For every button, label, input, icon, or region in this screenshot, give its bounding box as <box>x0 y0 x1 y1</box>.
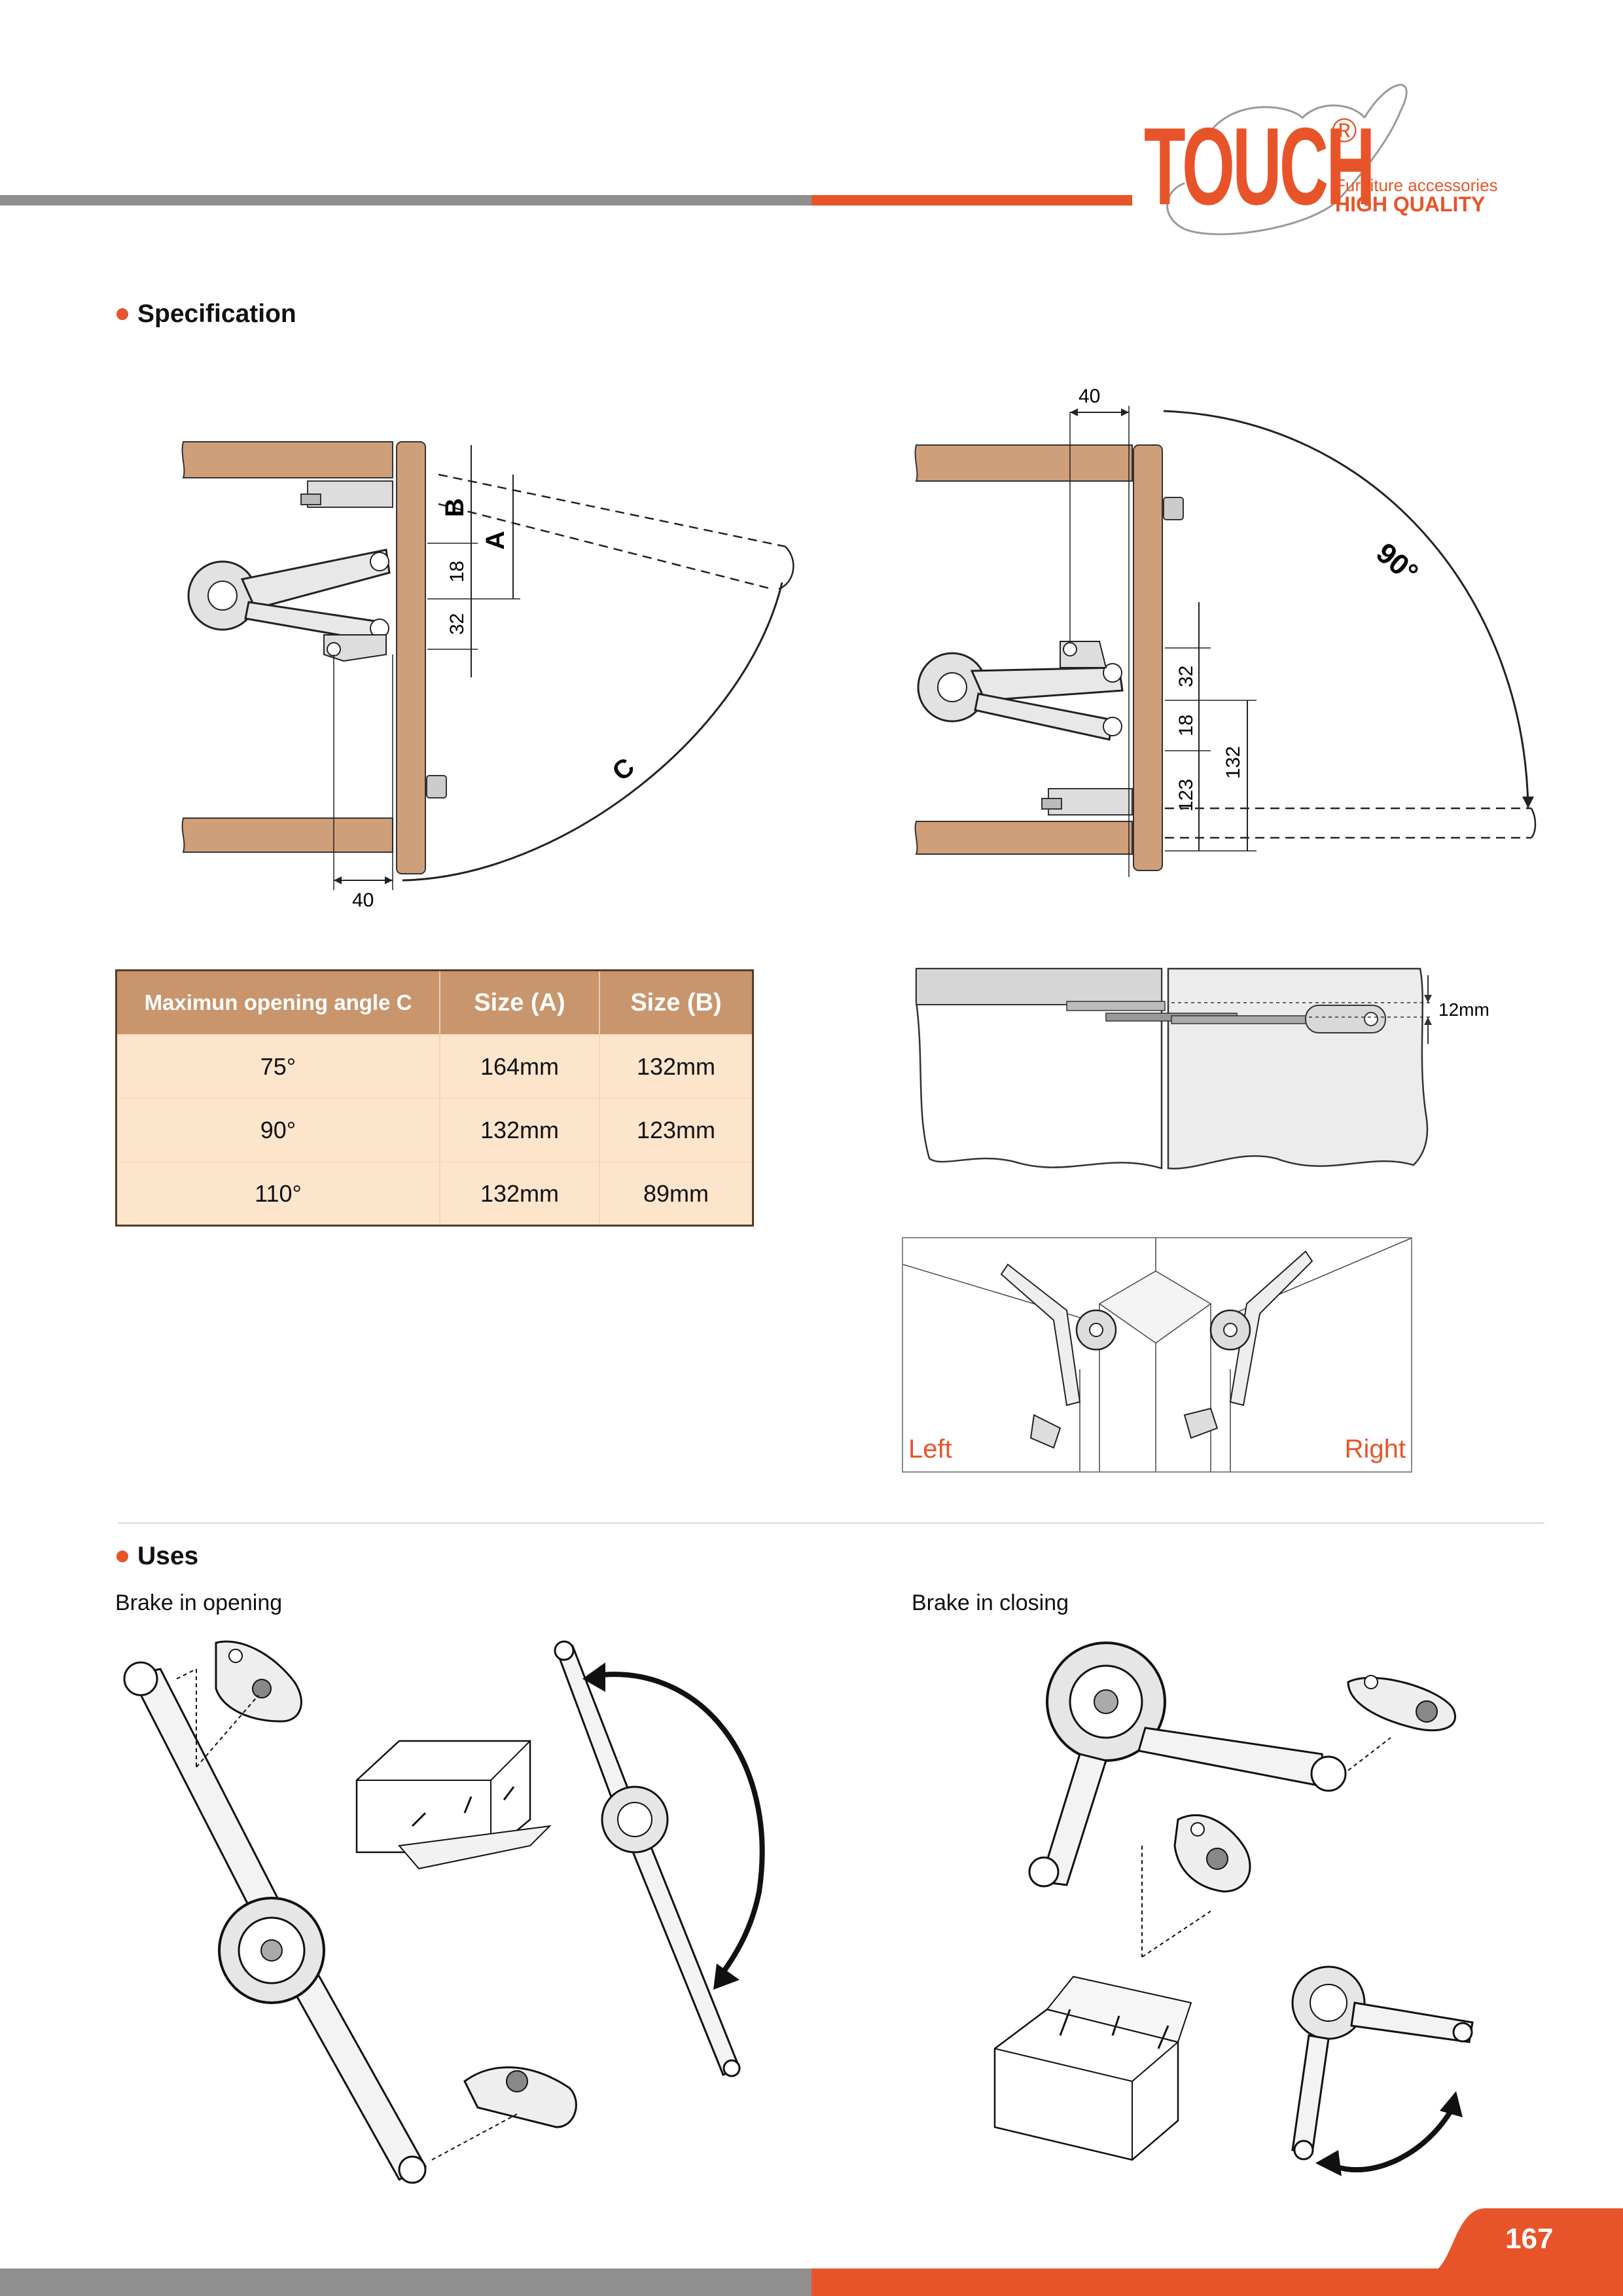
illustration-brake-opening <box>123 1640 765 2184</box>
table-row: 75° 164mm 132mm <box>116 1034 753 1098</box>
header-bar-orange <box>812 195 1132 206</box>
table-cell: 164mm <box>440 1034 600 1098</box>
caption-brake-closing: Brake in closing <box>912 1590 1069 1615</box>
table-row: 90° 132mm 123mm <box>116 1098 753 1162</box>
orientation-drawing <box>903 1238 1411 1471</box>
brand-name: TOUCH <box>1144 105 1376 228</box>
drawing-left-dim-18: 18 <box>446 561 468 583</box>
section-divider <box>118 1522 1544 1524</box>
caption-brake-opening: Brake in opening <box>115 1590 283 1615</box>
side-view-dim-12mm: 12mm <box>1438 999 1489 1020</box>
drawing-side-view: 12mm <box>915 967 1489 1170</box>
drawing-left-installation: B A 18 32 C 40 <box>181 441 794 911</box>
spec-table-header-row: Maximun opening angle C Size (A) Size (B… <box>116 970 753 1035</box>
table-cell: 90° <box>116 1098 440 1162</box>
bullet-icon <box>116 308 128 320</box>
drawing-right-angle: 90° <box>1370 537 1424 589</box>
spec-table: Maximun opening angle C Size (A) Size (B… <box>115 969 754 1227</box>
drawing-left-label-c: C <box>607 753 640 787</box>
drawing-left-label-b: B <box>440 498 469 517</box>
bullet-icon <box>116 1551 128 1562</box>
spec-table-header: Size (B) <box>599 970 753 1035</box>
drawing-left-dim-40: 40 <box>352 889 374 911</box>
registered-mark: ® <box>1332 112 1357 150</box>
section-title-uses: Uses <box>116 1542 198 1571</box>
section-title-specification: Specification <box>116 300 296 329</box>
table-cell: 132mm <box>599 1034 753 1098</box>
spec-table-header: Size (A) <box>440 970 600 1035</box>
logo-swoosh-icon <box>1166 84 1408 236</box>
table-cell: 132mm <box>440 1161 600 1226</box>
orientation-label-left: Left <box>908 1435 952 1463</box>
page-number: 167 <box>1505 2223 1554 2255</box>
table-cell: 132mm <box>440 1098 600 1162</box>
drawing-right-installation: 40 90° 32 18 123 132 <box>914 386 1537 877</box>
table-cell: 75° <box>116 1034 440 1098</box>
brand-tagline-1: Furniture accessories <box>1335 175 1498 195</box>
drawing-right-dim-123: 123 <box>1175 779 1197 812</box>
drawing-left-dim-32: 32 <box>446 613 468 635</box>
orientation-box: Left Right <box>902 1237 1412 1473</box>
drawing-right-dim-18: 18 <box>1175 715 1197 736</box>
illustration-brake-closing <box>993 1641 1474 2176</box>
spec-table-header: Maximun opening angle C <box>116 970 440 1035</box>
table-cell: 123mm <box>599 1098 753 1162</box>
table-row: 110° 132mm 89mm <box>116 1161 753 1226</box>
brand-logo: TOUCH ® Furniture accessories HIGH QUALI… <box>1139 72 1505 242</box>
footer-bar-gray <box>0 2269 812 2296</box>
header-bar-gray <box>0 195 812 206</box>
orientation-label-right: Right <box>1344 1435 1406 1463</box>
drawing-right-dim-132: 132 <box>1222 746 1244 779</box>
drawing-left-label-a: A <box>481 531 510 550</box>
table-cell: 110° <box>116 1161 440 1226</box>
drawing-right-dim-40: 40 <box>1079 386 1100 407</box>
table-cell: 89mm <box>599 1161 753 1226</box>
drawing-right-dim-32: 32 <box>1175 666 1197 687</box>
page-number-tab <box>1427 2208 1623 2274</box>
brand-tagline-2: HIGH QUALITY <box>1335 192 1486 216</box>
